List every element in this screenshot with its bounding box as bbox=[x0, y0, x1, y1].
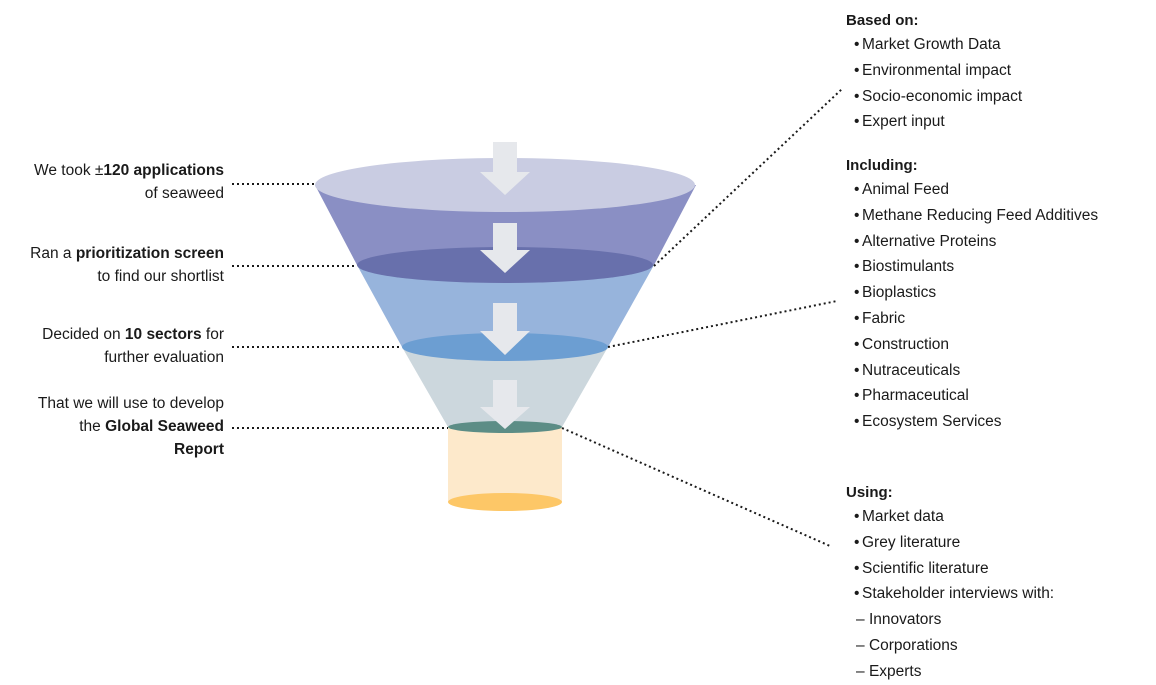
methods-heading: Using: bbox=[846, 484, 893, 501]
list-item: •Alternative Proteins bbox=[854, 232, 997, 250]
step-label-1: We took ±120 applications of seaweed bbox=[34, 162, 224, 202]
list-item: •Market data bbox=[854, 508, 944, 525]
list-item: •Ecosystem Services bbox=[854, 413, 1002, 431]
list-item: •Biostimulants bbox=[854, 258, 955, 276]
down-arrow-3 bbox=[480, 303, 530, 355]
sectors-heading: Including: bbox=[846, 157, 918, 174]
list-item: •Environmental impact bbox=[854, 61, 1012, 79]
criteria-list: Based on: •Market Growth Data •Environme… bbox=[846, 10, 1022, 135]
connector-right-1 bbox=[653, 88, 843, 267]
list-item: •Bioplastics bbox=[854, 284, 937, 302]
funnel-cup bbox=[448, 427, 562, 502]
list-item: •Market Growth Data bbox=[854, 36, 1001, 53]
list-item: •Nutraceuticals bbox=[854, 361, 961, 379]
list-item: •Expert input bbox=[854, 113, 945, 131]
sectors-list: Including: •Animal Feed •Methane Reducin… bbox=[846, 155, 1098, 435]
list-item: •Grey literature bbox=[854, 533, 961, 551]
list-item: •Animal Feed bbox=[854, 181, 950, 198]
connector-right-2 bbox=[607, 300, 838, 348]
sub-list-item: – Innovators bbox=[856, 611, 942, 629]
step-label-4: That we will use to develop the Global S… bbox=[37, 395, 224, 458]
list-item: •Stakeholder interviews with: bbox=[854, 585, 1055, 603]
list-item: •Fabric bbox=[854, 309, 906, 327]
step-label-2: Ran a prioritization screen to find our … bbox=[30, 245, 224, 285]
methods-list: Using: •Market data •Grey literature •Sc… bbox=[846, 482, 1054, 685]
list-item: •Scientific literature bbox=[854, 559, 989, 577]
down-arrow-1 bbox=[480, 142, 530, 195]
list-item: •Construction bbox=[854, 335, 950, 353]
funnel-cup-bottom bbox=[448, 493, 562, 511]
step-label-3: Decided on 10 sectors for further evalua… bbox=[42, 326, 224, 366]
sub-list-item: – Experts bbox=[856, 662, 922, 680]
down-arrow-4 bbox=[480, 380, 530, 429]
criteria-heading: Based on: bbox=[846, 12, 919, 29]
connector-right-3 bbox=[561, 427, 831, 547]
down-arrow-2 bbox=[480, 223, 530, 273]
list-item: •Pharmaceutical bbox=[854, 387, 969, 405]
list-item: •Methane Reducing Feed Additives bbox=[854, 206, 1099, 224]
sub-list-item: – Corporations bbox=[856, 636, 958, 654]
list-item: •Socio-economic impact bbox=[854, 87, 1023, 105]
